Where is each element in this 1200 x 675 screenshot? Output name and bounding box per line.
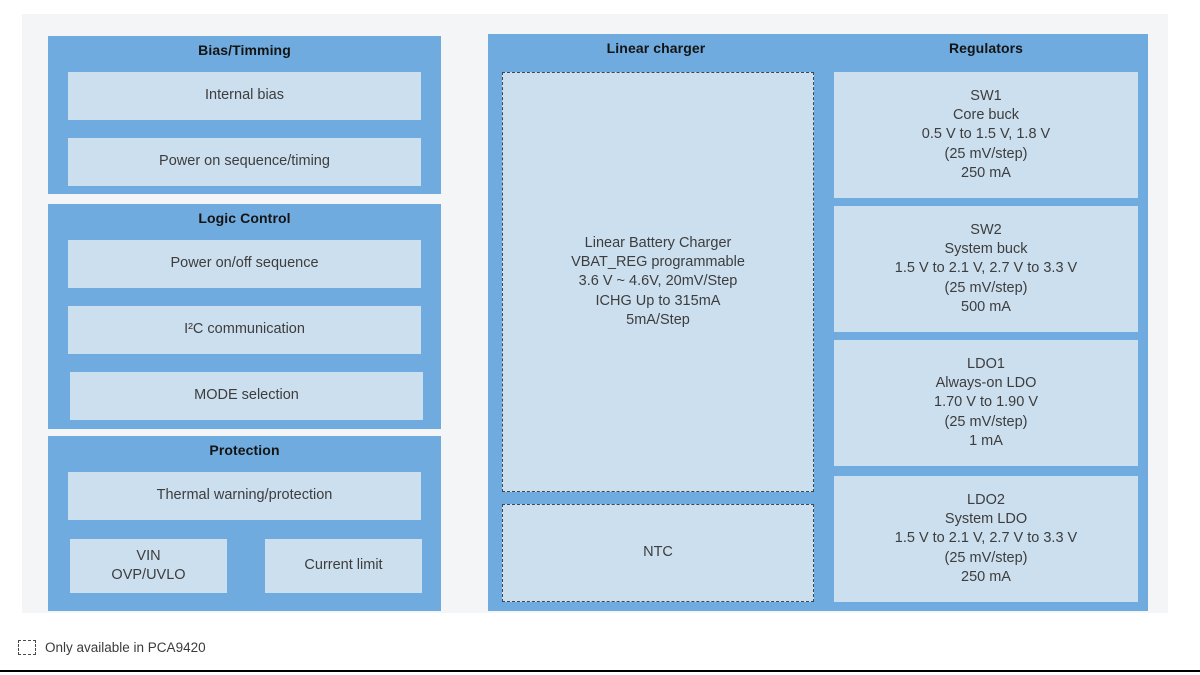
block-line: LDO1 (967, 356, 1005, 373)
block-line: 1.70 V to 1.90 V (934, 394, 1038, 411)
block-line: Power on sequence/timing (159, 153, 330, 170)
group-title-protection: Protection (209, 442, 280, 458)
block-sw2[interactable]: SW2 System buck 1.5 V to 2.1 V, 2.7 V to… (834, 206, 1138, 332)
block-ldo2[interactable]: LDO2 System LDO 1.5 V to 2.1 V, 2.7 V to… (834, 476, 1138, 602)
block-line: Thermal warning/protection (156, 487, 333, 504)
block-diagram: Bias/Timming Internal bias Power on sequ… (22, 14, 1168, 613)
block-line: SW2 (970, 222, 1002, 239)
block-sw1[interactable]: SW1 Core buck 0.5 V to 1.5 V, 1.8 V (25 … (834, 72, 1138, 198)
block-line: MODE selection (194, 387, 299, 404)
legend: Only available in PCA9420 (18, 640, 206, 655)
block-line: Linear Battery Charger (584, 235, 732, 252)
block-linear-battery-charger[interactable]: Linear Battery Charger VBAT_REG programm… (502, 72, 814, 492)
block-line: 5mA/Step (626, 311, 690, 328)
block-internal-bias[interactable]: Internal bias (68, 72, 421, 120)
block-line: (25 mV/step) (944, 145, 1028, 162)
block-line: 0.5 V to 1.5 V, 1.8 V (921, 126, 1051, 143)
group-protection: Protection Thermal warning/protection VI… (48, 436, 441, 611)
block-line: ICHG Up to 315mA (595, 292, 721, 309)
legend-label: Only available in PCA9420 (45, 640, 206, 655)
block-line: Internal bias (205, 87, 284, 104)
block-line: 3.6 V ~ 4.6V, 20mV/Step (578, 273, 738, 290)
block-line: System buck (944, 241, 1028, 258)
block-line: 1.5 V to 2.1 V, 2.7 V to 3.3 V (894, 260, 1078, 277)
block-line: VIN (136, 547, 161, 564)
block-vin-ovp-uvlo[interactable]: VIN OVP/UVLO (70, 539, 227, 593)
group-title-regulators: Regulators (948, 40, 1024, 56)
block-line: SW1 (970, 88, 1002, 105)
block-line: Always-on LDO (935, 375, 1037, 392)
block-line: 500 mA (961, 298, 1011, 315)
group-logic-control: Logic Control Power on/off sequence I²C … (48, 204, 441, 429)
block-line: I²C communication (184, 321, 305, 338)
block-line: NTC (643, 544, 673, 561)
group-title-linear-charger: Linear charger (606, 40, 706, 56)
block-current-limit[interactable]: Current limit (265, 539, 422, 593)
block-line: VBAT_REG programmable (571, 254, 745, 271)
block-line: 250 mA (961, 164, 1011, 181)
block-line: Power on/off sequence (170, 255, 319, 272)
block-power-on-sequence-timing[interactable]: Power on sequence/timing (68, 138, 421, 186)
block-line: Current limit (304, 557, 383, 574)
block-power-on-off-sequence[interactable]: Power on/off sequence (68, 240, 421, 288)
group-charger-and-regulators: Linear charger Regulators Linear Battery… (488, 34, 1148, 611)
block-line: 1.5 V to 2.1 V, 2.7 V to 3.3 V (894, 530, 1078, 547)
bottom-divider (0, 670, 1200, 672)
group-title-logic-control: Logic Control (198, 210, 291, 226)
block-thermal-warning-protection[interactable]: Thermal warning/protection (68, 472, 421, 520)
dashed-square-icon (18, 640, 36, 655)
block-line: (25 mV/step) (944, 279, 1028, 296)
block-line: 250 mA (961, 568, 1011, 585)
block-line: LDO2 (967, 492, 1005, 509)
block-i2c-communication[interactable]: I²C communication (68, 306, 421, 354)
block-line: (25 mV/step) (944, 413, 1028, 430)
block-line: 1 mA (969, 432, 1003, 449)
block-line: (25 mV/step) (944, 549, 1028, 566)
block-line: Core buck (952, 107, 1020, 124)
group-bias-timming: Bias/Timming Internal bias Power on sequ… (48, 36, 441, 194)
block-line: OVP/UVLO (111, 567, 186, 583)
block-ntc[interactable]: NTC (502, 504, 814, 602)
block-line: System LDO (944, 511, 1028, 528)
block-ldo1[interactable]: LDO1 Always-on LDO 1.70 V to 1.90 V (25 … (834, 340, 1138, 466)
slide-canvas: Bias/Timming Internal bias Power on sequ… (22, 14, 1168, 613)
block-mode-selection[interactable]: MODE selection (70, 372, 423, 420)
group-title-bias-timming: Bias/Timming (198, 42, 291, 58)
